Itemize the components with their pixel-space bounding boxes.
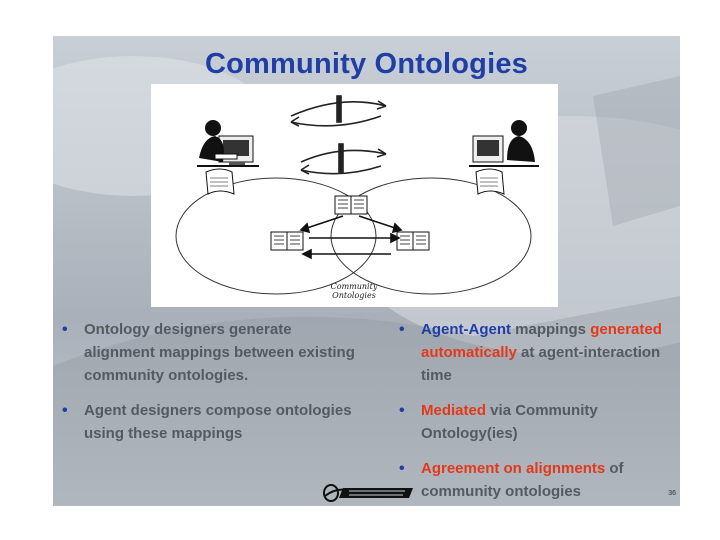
bullet-text: at agent-interaction time — [421, 344, 661, 384]
scroll-icon — [475, 168, 505, 195]
scroll-icon — [205, 168, 235, 195]
open-book-icon — [334, 195, 368, 215]
bullet-highlight-blue: Agent-Agent — [421, 321, 511, 338]
community-ellipse-right — [330, 177, 532, 295]
boeing-logo-icon — [323, 484, 413, 502]
person-at-computer-icon — [469, 120, 539, 167]
slide: Community Ontologies — [53, 36, 680, 506]
open-book-icon — [396, 231, 430, 251]
bullet-dot: • — [399, 402, 405, 419]
exchange-arrows-middle — [300, 143, 387, 175]
bullet-dot: • — [399, 460, 405, 477]
caption-line-2: Ontologies — [332, 291, 376, 300]
bullet-highlight-red: Mediated — [421, 402, 487, 419]
bullet-text: Agent designers compose ontologies using… — [84, 402, 352, 442]
caption-line-1: Community — [330, 282, 378, 291]
bullet-text: Ontology designers generate alignment ma… — [84, 321, 355, 384]
bullet-highlight-red: generated automatically — [421, 321, 662, 361]
bullet-dot: • — [62, 402, 68, 419]
bullet-highlight-red: Agreement on alignments — [421, 460, 606, 477]
open-book-icon — [270, 231, 304, 251]
left-bullet-list: • Ontology designers generate alignment … — [62, 318, 362, 457]
bullet-text: of community ontologies — [421, 460, 624, 500]
diagram-caption: Community Ontologies — [309, 282, 399, 300]
bullet-item: • Mediated via Community Ontology(ies) — [399, 399, 677, 445]
exchange-arrows-top — [290, 95, 387, 127]
person-at-computer-icon — [197, 120, 259, 167]
page-number: 36 — [668, 490, 676, 497]
bullet-item: • Ontology designers generate alignment … — [62, 318, 362, 387]
slide-title: Community Ontologies — [205, 48, 528, 80]
bullet-text: mappings — [511, 321, 591, 338]
bullet-item: • Agreement on alignments of community o… — [399, 457, 677, 503]
bullet-item: • Agent-Agent mappings generated automat… — [399, 318, 677, 387]
bullet-dot: • — [399, 321, 405, 338]
bullet-dot: • — [62, 321, 68, 338]
community-ontologies-diagram: Community Ontologies — [151, 84, 558, 307]
right-bullet-list: • Agent-Agent mappings generated automat… — [399, 318, 677, 506]
bullet-text: via Community Ontology(ies) — [421, 402, 598, 442]
mapping-arrows — [299, 215, 403, 260]
community-ellipse-left — [175, 177, 377, 295]
bullet-item: • Agent designers compose ontologies usi… — [62, 399, 362, 445]
